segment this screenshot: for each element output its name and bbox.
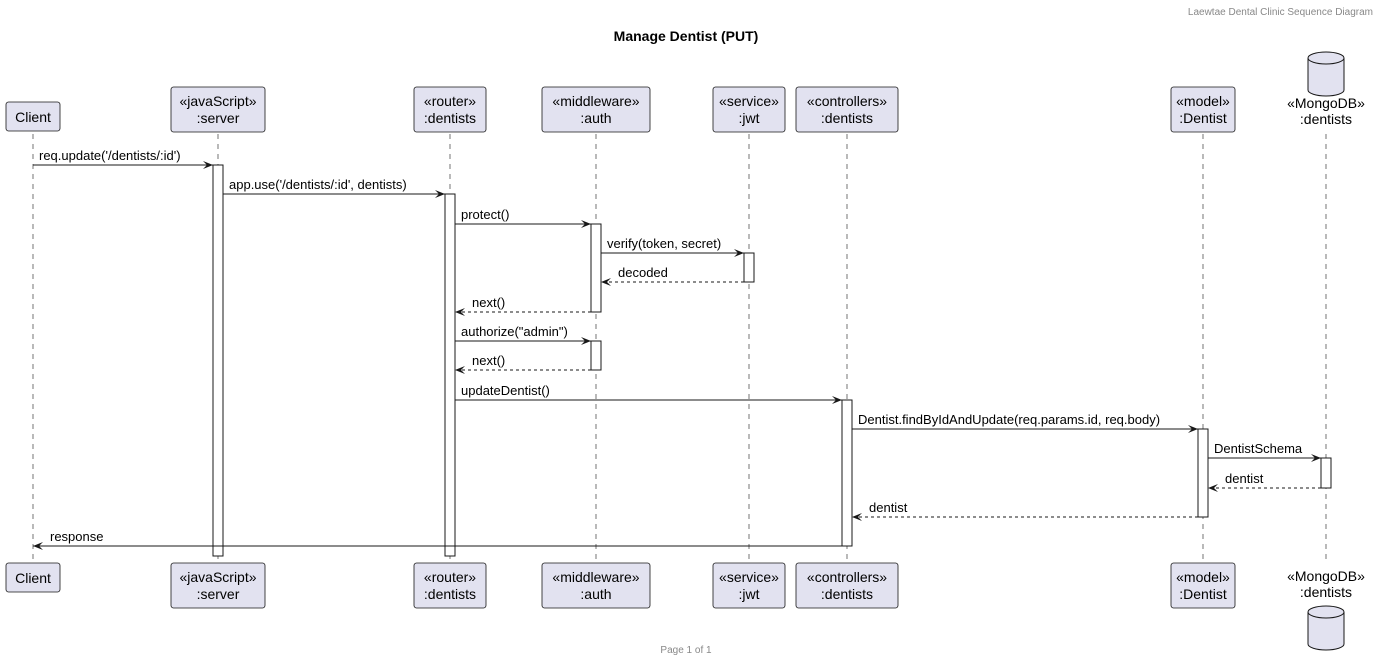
message-arrowhead-8 xyxy=(832,396,842,404)
participant-stereotype-mongo-bottom: «MongoDB» xyxy=(1287,568,1365,584)
participant-box-model-top xyxy=(1170,86,1236,133)
participant-name-controller-bottom: :dentists xyxy=(821,586,873,602)
participant-name-client-top: Client xyxy=(15,109,51,125)
participant-stereotype-router-top: «router» xyxy=(424,93,476,109)
participant-name-model-bottom: :Dentist xyxy=(1179,586,1227,602)
message-label-4: decoded xyxy=(618,265,668,280)
message-label-6: authorize("admin") xyxy=(461,324,568,339)
diagram-title: Manage Dentist (PUT) xyxy=(614,28,759,44)
diagram-header: Laewtae Dental Clinic Sequence Diagram xyxy=(1188,7,1373,18)
participant-name-router-bottom: :dentists xyxy=(424,586,476,602)
participant-box-client-bottom xyxy=(5,562,61,593)
lifelines xyxy=(32,134,1327,563)
participant-stereotype-model-bottom: «model» xyxy=(1176,569,1230,585)
message-label-3: verify(token, secret) xyxy=(607,236,721,251)
message-label-10: DentistSchema xyxy=(1214,441,1303,456)
participant-stereotype-server-bottom: «javaScript» xyxy=(179,569,256,585)
message-label-1: app.use('/dentists/:id', dentists) xyxy=(229,177,407,192)
activation-jwt-3 xyxy=(743,252,755,283)
participant-box-router-top xyxy=(413,86,487,133)
message-arrowhead-0 xyxy=(203,161,213,169)
participant-box-auth-bottom xyxy=(541,562,651,609)
message-arrowhead-4 xyxy=(601,278,611,286)
participants-bottom: Client«javaScript»:server«router»:dentis… xyxy=(5,562,1365,651)
participant-name-router-top: :dentists xyxy=(424,110,476,126)
message-label-13: response xyxy=(50,529,103,544)
message-label-9: Dentist.findByIdAndUpdate(req.params.id,… xyxy=(858,412,1160,427)
page-footer: Page 1 of 1 xyxy=(660,645,712,656)
participant-stereotype-model-top: «model» xyxy=(1176,93,1230,109)
message-label-11: dentist xyxy=(1225,471,1264,486)
activation-auth-4 xyxy=(590,340,602,371)
participant-box-controller-top xyxy=(795,86,899,133)
message-arrowhead-13 xyxy=(33,542,43,550)
message-label-0: req.update('/dentists/:id') xyxy=(39,148,181,163)
participant-stereotype-server-top: «javaScript» xyxy=(179,93,256,109)
participant-name-controller-top: :dentists xyxy=(821,110,873,126)
message-label-7: next() xyxy=(472,353,505,368)
message-label-12: dentist xyxy=(869,500,908,515)
database-icon-top xyxy=(1307,51,1345,97)
participant-stereotype-jwt-top: «service» xyxy=(719,93,779,109)
participant-box-server-top xyxy=(170,86,266,133)
message-arrowhead-7 xyxy=(455,366,465,374)
message-label-8: updateDentist() xyxy=(461,383,550,398)
message-arrowhead-5 xyxy=(455,308,465,316)
participant-box-controller-bottom xyxy=(795,562,899,609)
activation-server-0 xyxy=(212,164,224,557)
participant-name-auth-bottom: :auth xyxy=(580,586,611,602)
activation-controller-5 xyxy=(841,399,853,547)
participant-stereotype-jwt-bottom: «service» xyxy=(719,569,779,585)
participant-box-router-bottom xyxy=(413,562,487,609)
participant-stereotype-router-bottom: «router» xyxy=(424,569,476,585)
participant-name-mongo-bottom: :dentists xyxy=(1300,584,1352,600)
participant-box-jwt-top xyxy=(712,86,786,133)
participant-box-client-top xyxy=(5,101,61,132)
participant-box-jwt-bottom xyxy=(712,562,786,609)
participant-name-jwt-bottom: :jwt xyxy=(739,586,760,602)
messages: req.update('/dentists/:id') app.use('/den… xyxy=(33,148,1321,550)
message-arrowhead-3 xyxy=(734,249,744,257)
activation-auth-2 xyxy=(590,223,602,313)
message-label-5: next() xyxy=(472,295,505,310)
message-arrowhead-12 xyxy=(852,513,862,521)
participant-box-auth-top xyxy=(541,86,651,133)
message-arrowhead-2 xyxy=(581,220,591,228)
participant-name-auth-top: :auth xyxy=(580,110,611,126)
participant-stereotype-mongo-top: «MongoDB» xyxy=(1287,95,1365,111)
participant-name-mongo-top: :dentists xyxy=(1300,111,1352,127)
participant-box-model-bottom xyxy=(1170,562,1236,609)
message-arrowhead-9 xyxy=(1188,425,1198,433)
participant-stereotype-controller-bottom: «controllers» xyxy=(807,569,887,585)
participant-name-jwt-top: :jwt xyxy=(739,110,760,126)
participants-top: Client«javaScript»:server«router»:dentis… xyxy=(5,51,1365,133)
activation-router-1 xyxy=(444,193,456,557)
participant-box-server-bottom xyxy=(170,562,266,609)
participant-stereotype-auth-bottom: «middleware» xyxy=(552,569,639,585)
activation-model-6 xyxy=(1197,428,1209,518)
database-icon-bottom xyxy=(1307,605,1345,651)
message-arrowhead-1 xyxy=(435,190,445,198)
message-arrowhead-11 xyxy=(1208,484,1218,492)
participant-name-client-bottom: Client xyxy=(15,570,51,586)
message-arrowhead-10 xyxy=(1311,454,1321,462)
participant-name-server-top: :server xyxy=(197,110,240,126)
participant-stereotype-auth-top: «middleware» xyxy=(552,93,639,109)
participant-stereotype-controller-top: «controllers» xyxy=(807,93,887,109)
participant-name-model-top: :Dentist xyxy=(1179,110,1227,126)
database-icon-rim-bottom xyxy=(1307,611,1345,619)
database-icon-rim-top xyxy=(1307,57,1345,65)
activation-bars xyxy=(212,164,1332,557)
participant-name-server-bottom: :server xyxy=(197,586,240,602)
activation-mongo-7 xyxy=(1320,457,1332,489)
message-label-2: protect() xyxy=(461,207,509,222)
message-arrowhead-6 xyxy=(581,337,591,345)
